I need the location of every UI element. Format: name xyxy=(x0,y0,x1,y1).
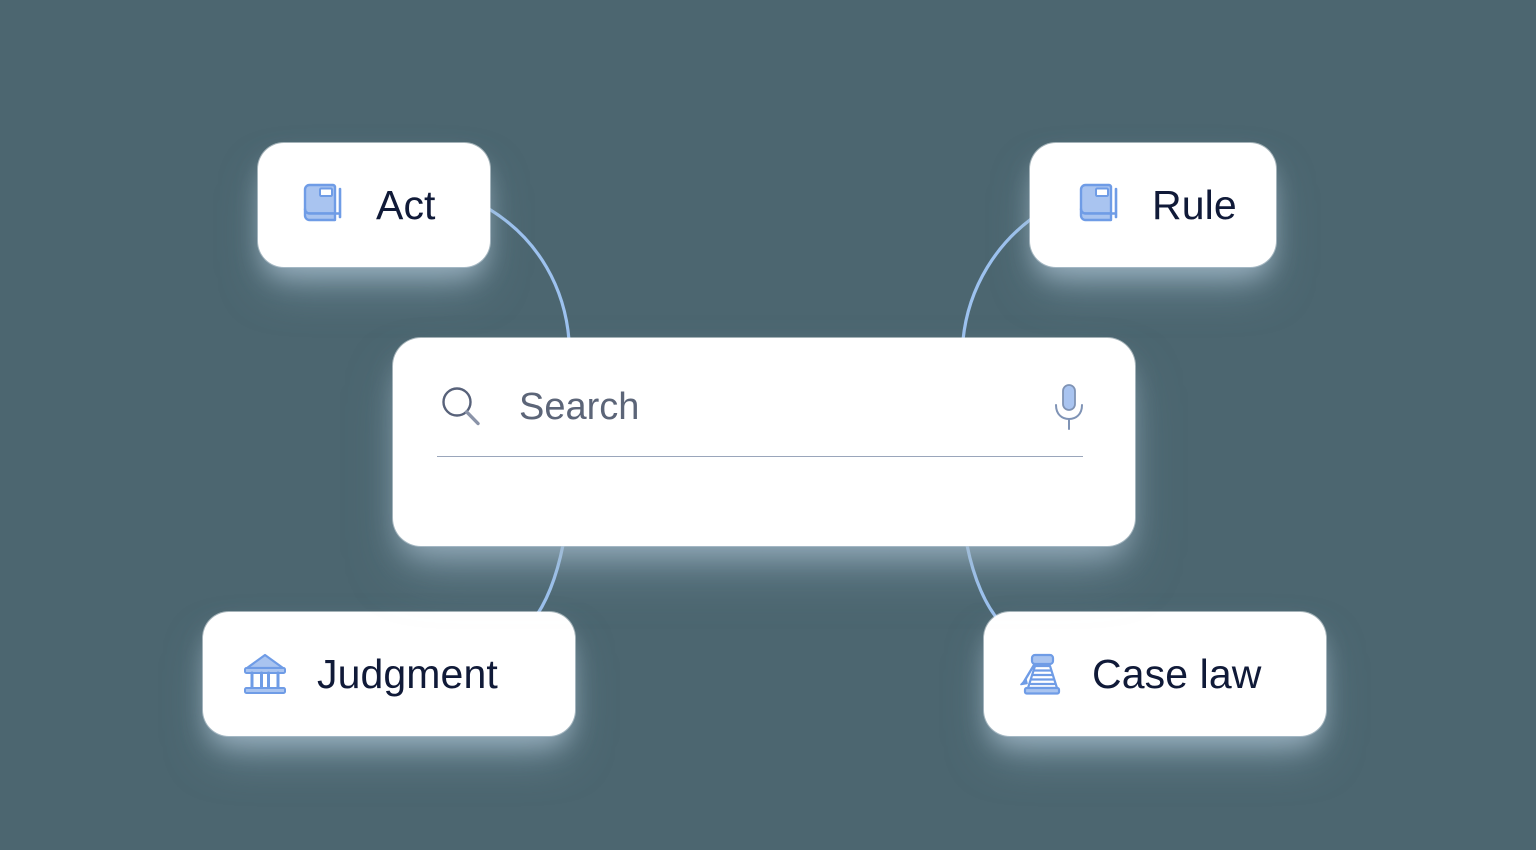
category-card-caselaw[interactable]: Case law xyxy=(984,612,1326,736)
connector-caselaw-to-search xyxy=(965,543,1002,624)
microphone-icon[interactable] xyxy=(1047,381,1091,433)
document-stack-pen-icon xyxy=(1014,646,1070,702)
connector-act-to-search xyxy=(487,207,571,342)
category-card-judgment[interactable]: Judgment xyxy=(203,612,575,736)
category-card-label: Rule xyxy=(1152,181,1237,228)
connector-judgment-to-search xyxy=(530,543,565,624)
search-panel[interactable]: Search xyxy=(393,338,1135,546)
category-card-rule[interactable]: Rule xyxy=(1030,143,1276,267)
book-icon xyxy=(1070,177,1126,233)
category-card-label: Case law xyxy=(1092,650,1262,697)
category-card-label: Act xyxy=(376,181,436,228)
book-icon xyxy=(294,177,350,233)
category-card-act[interactable]: Act xyxy=(258,143,490,267)
courthouse-icon xyxy=(237,646,293,702)
search-underline xyxy=(437,456,1083,457)
magnifier-icon[interactable] xyxy=(437,383,485,431)
search-input[interactable]: Search xyxy=(519,386,640,428)
search-row: Search xyxy=(437,376,1091,438)
category-card-label: Judgment xyxy=(317,650,498,697)
